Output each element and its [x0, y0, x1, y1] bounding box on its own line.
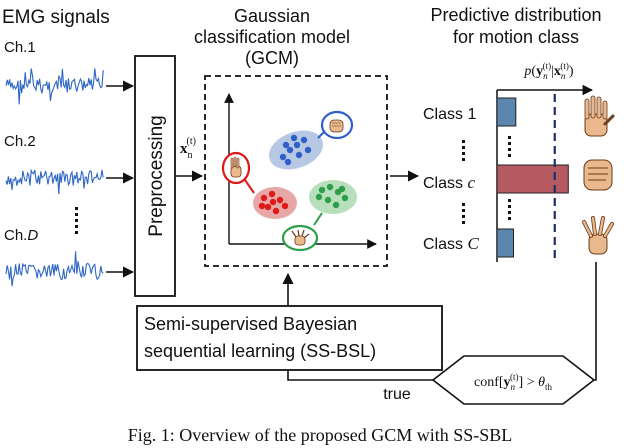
- feedback-line-right: [585, 262, 597, 381]
- gcm-title-line3: (GCM): [245, 48, 299, 68]
- class-C-label: Class C: [423, 234, 479, 253]
- callout-blue: [317, 110, 354, 140]
- callout-red: [221, 151, 255, 194]
- cluster-point: [304, 146, 312, 154]
- open-hand-icon: [584, 95, 615, 137]
- gcm-title-line1: Gaussian: [234, 6, 310, 26]
- fist-hand-icon-small: [329, 119, 344, 133]
- decision-condition: conf[yn(t)] > θth: [474, 372, 553, 392]
- ssbsl-line1: Semi-supervised Bayesian: [144, 314, 357, 334]
- cluster-green-points: [315, 183, 349, 209]
- predictive-title-line1: Predictive distribution: [430, 5, 601, 25]
- gcm-dashed-frame: [204, 75, 388, 267]
- cluster-point: [279, 153, 287, 161]
- cluster-point: [326, 183, 334, 191]
- cluster-point: [324, 196, 332, 204]
- class-c-label: Class c: [423, 173, 475, 192]
- emg-signal-1: [5, 68, 104, 105]
- channel-d-label: Ch.D: [4, 227, 38, 244]
- channel-ellipsis-dots: [75, 207, 78, 234]
- cluster-point: [281, 202, 289, 210]
- predictive-axis-label: p(yn(t)|xn(t)): [523, 61, 573, 81]
- emg-signal-d: [5, 251, 104, 287]
- cluster-point: [300, 136, 308, 144]
- spread-hand-icon-small: [291, 229, 310, 246]
- class-ellipsis-bars: [508, 136, 511, 220]
- decision-true-label: true: [383, 386, 411, 403]
- cluster-point: [295, 151, 303, 159]
- cluster-point: [318, 186, 326, 194]
- emg-title: EMG signals: [2, 7, 110, 28]
- predictive-bars: [496, 97, 569, 258]
- class-ellipsis-left: [462, 140, 465, 224]
- cluster-point: [260, 194, 268, 202]
- emg-section: EMG signals Ch.1 Ch.2 Ch.D: [2, 7, 135, 287]
- cluster-point: [276, 196, 284, 204]
- cluster-point: [286, 146, 294, 154]
- cluster-point: [272, 207, 280, 215]
- cluster-red-points: [258, 190, 289, 215]
- spread-hand-icon: [582, 216, 614, 255]
- cluster-point: [268, 190, 276, 198]
- cluster-point: [264, 203, 272, 211]
- cluster-point: [338, 185, 346, 193]
- cluster-point: [269, 198, 277, 206]
- emg-signal-2: [5, 168, 104, 195]
- channel-1-label: Ch.1: [4, 39, 36, 56]
- predictive-section: Predictive distribution for motion class…: [423, 5, 615, 262]
- predictive-title-line2: for motion class: [453, 27, 579, 47]
- cluster-blue-points: [279, 134, 312, 166]
- preprocessing-block: Preprocessing: [134, 55, 176, 297]
- cluster-point: [258, 202, 266, 210]
- cluster-point: [315, 193, 323, 201]
- figure-caption: Fig. 1: Overview of the proposed GCM wit…: [128, 425, 513, 445]
- cluster-point: [332, 201, 340, 209]
- class-bar-3: [496, 228, 514, 258]
- cluster-blue-ellipse: [268, 130, 324, 170]
- open-hand-icon-small: [230, 156, 242, 178]
- callout-green: [281, 212, 323, 252]
- class-bar-1: [496, 97, 517, 127]
- preprocessing-label: Preprocessing: [146, 115, 167, 236]
- ssbsl-box: Semi-supervised Bayesian sequential lear…: [136, 305, 443, 371]
- class-1-label: Class 1: [423, 106, 476, 123]
- channel-2-label: Ch.2: [4, 133, 36, 150]
- cluster-point: [290, 134, 298, 142]
- cluster-point: [284, 158, 292, 166]
- class-bar-2: [496, 164, 569, 194]
- ssbsl-line2: sequential learning (SS-BSL): [144, 341, 376, 361]
- cluster-point: [341, 194, 349, 202]
- cluster-point: [282, 141, 290, 149]
- decision-box: [431, 355, 596, 405]
- gcm-section: Gaussian classification model (GCM): [194, 6, 388, 267]
- input-feature-label: xn(t): [180, 136, 196, 161]
- gcm-title-line2: classification model: [194, 27, 350, 47]
- fist-hand-icon: [583, 159, 613, 191]
- cluster-point: [293, 141, 301, 149]
